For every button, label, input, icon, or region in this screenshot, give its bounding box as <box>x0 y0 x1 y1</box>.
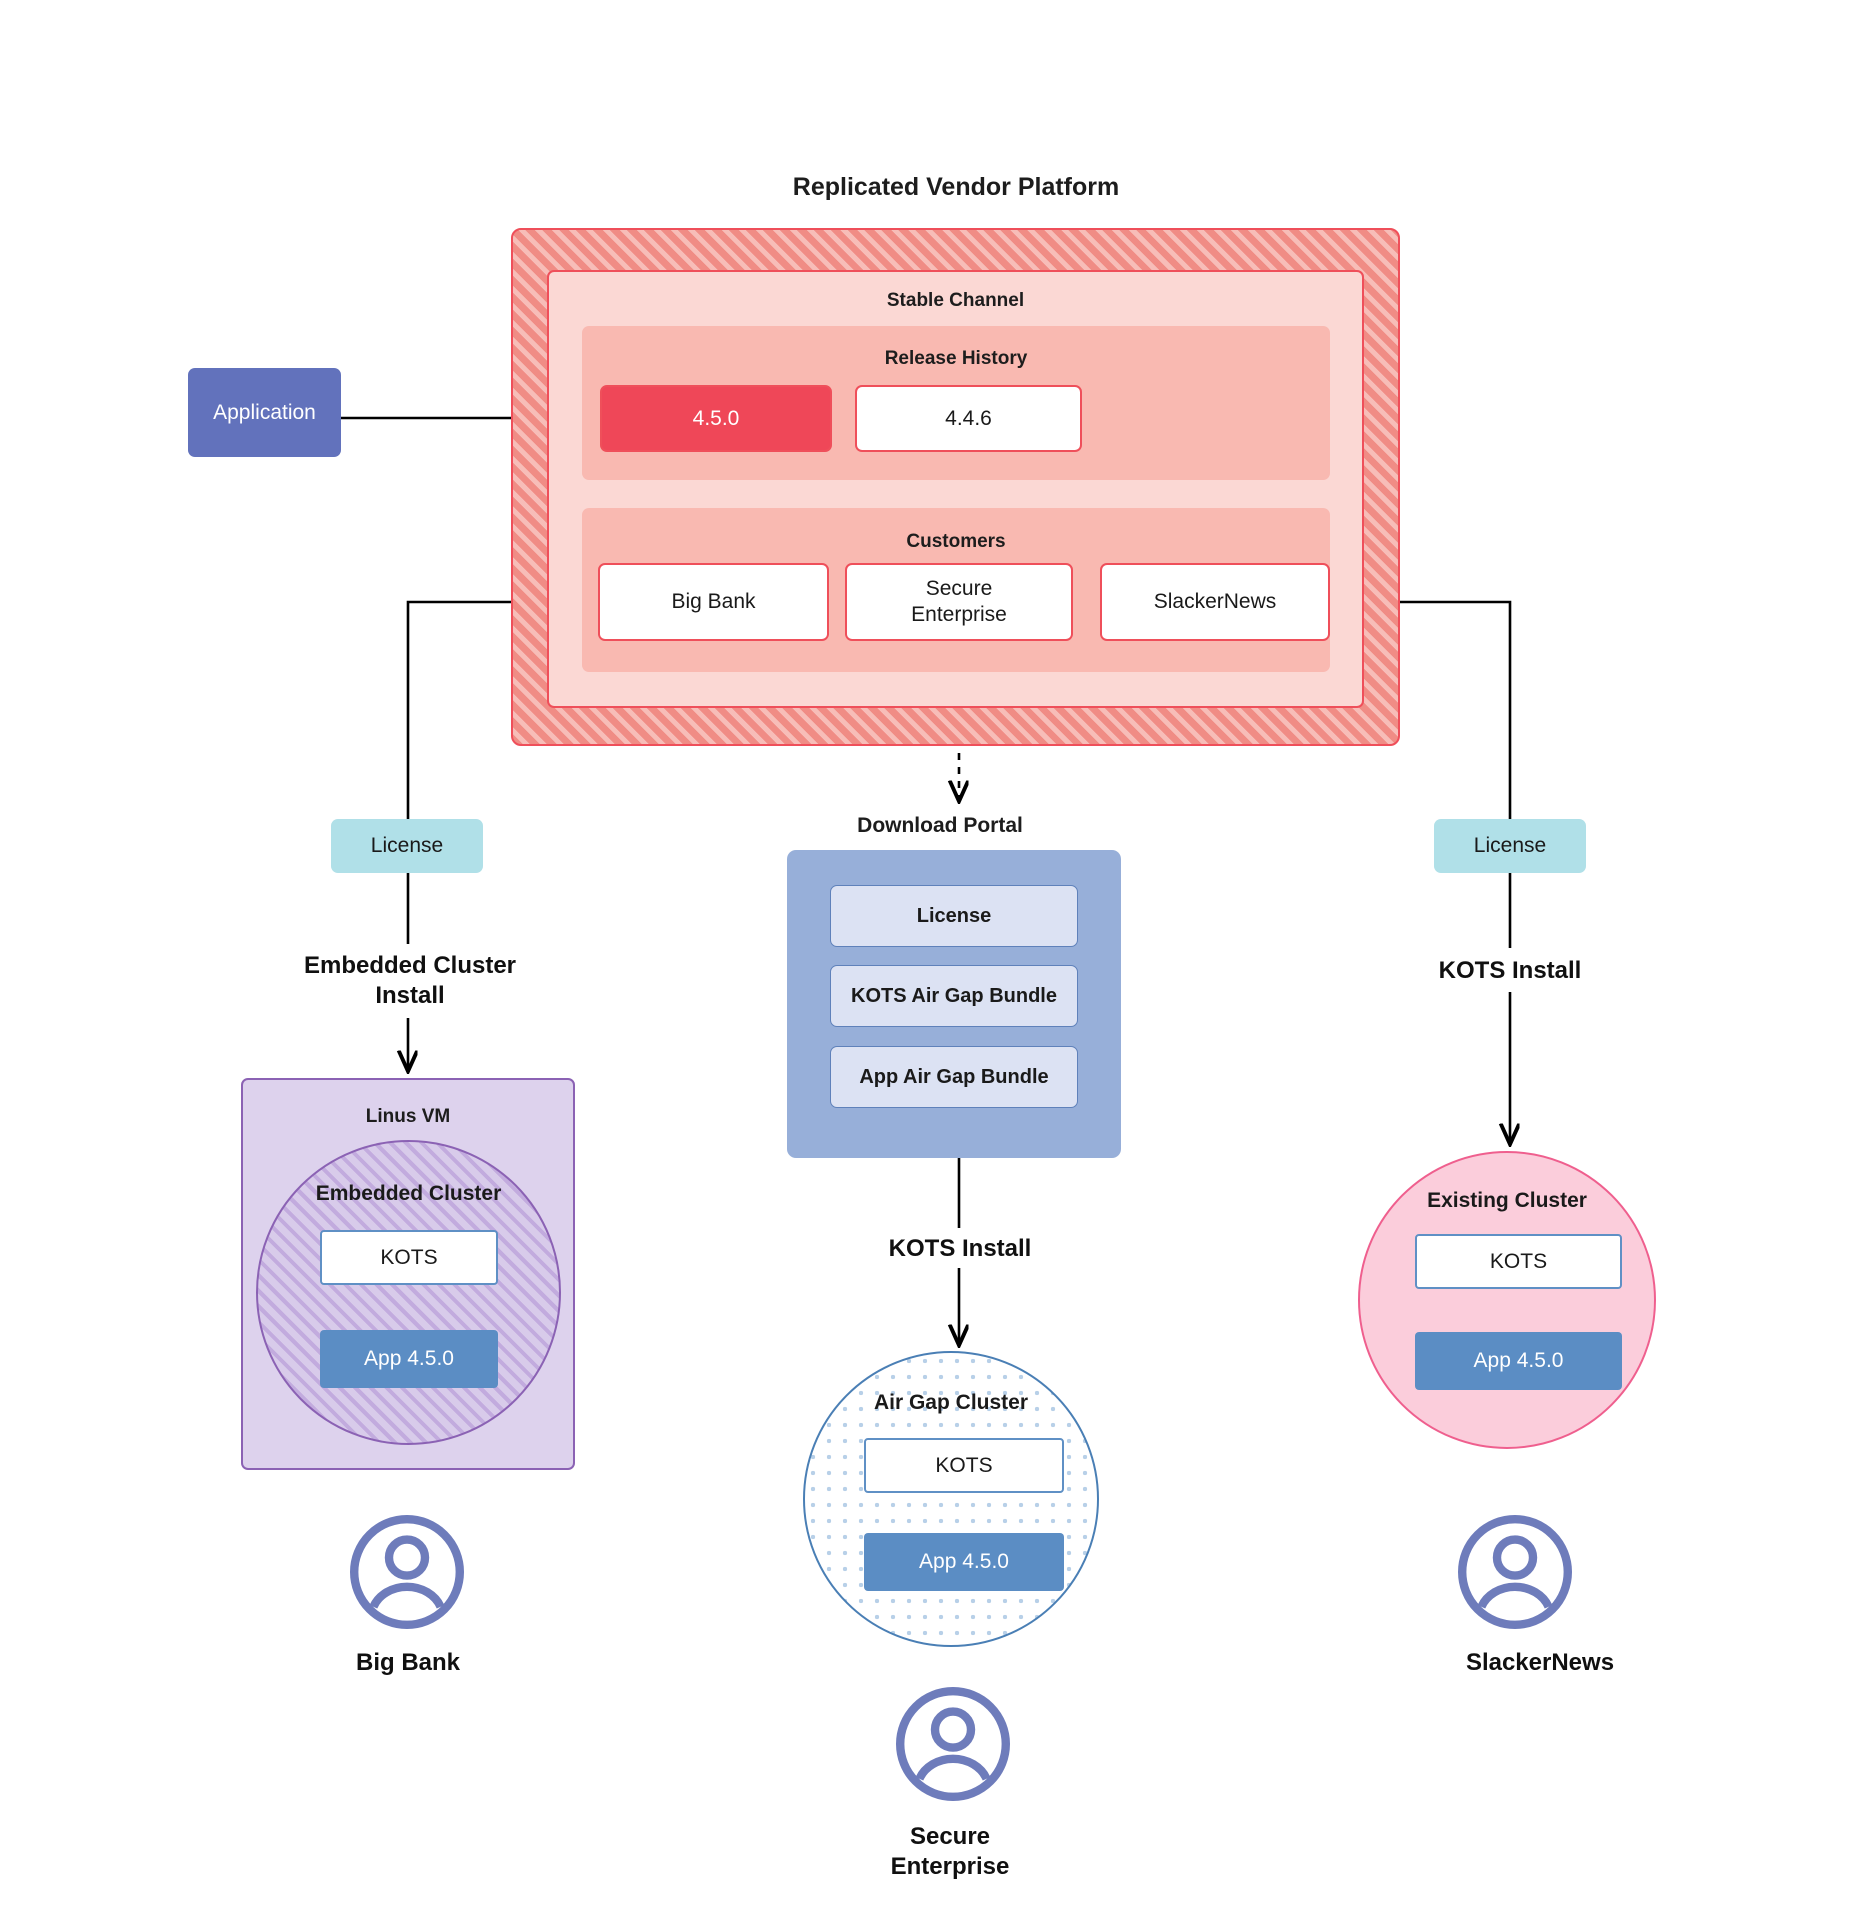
license-chip-right[interactable]: License <box>1434 819 1586 873</box>
license-chip-left[interactable]: License <box>331 819 483 873</box>
existing-cluster-title: Existing Cluster <box>1427 1189 1587 1212</box>
user-avatar-icon <box>347 1512 467 1632</box>
app-box-left[interactable]: App 4.5.0 <box>320 1330 498 1388</box>
release-box-previous[interactable]: 4.4.6 <box>855 385 1082 452</box>
download-item-app-air-gap-bundle[interactable]: App Air Gap Bundle <box>830 1046 1078 1108</box>
download-portal-title: Download Portal <box>857 814 1023 837</box>
download-item-kots-air-gap-bundle[interactable]: KOTS Air Gap Bundle <box>830 965 1078 1027</box>
embedded-cluster-circle <box>256 1140 561 1445</box>
customer-box-secure-enterprise[interactable]: Secure Enterprise <box>845 563 1073 641</box>
customer-box-slackernews[interactable]: SlackerNews <box>1100 563 1330 641</box>
user-avatar-icon <box>893 1684 1013 1804</box>
customer-footer-slackernews: SlackerNews <box>1465 1649 1615 1676</box>
user-avatar-icon <box>1455 1512 1575 1632</box>
kots-box-center[interactable]: KOTS <box>864 1438 1064 1493</box>
app-box-center[interactable]: App 4.5.0 <box>864 1533 1064 1591</box>
app-box-right[interactable]: App 4.5.0 <box>1415 1332 1622 1390</box>
application-box[interactable]: Application <box>188 368 341 457</box>
flow-label-embedded-cluster-install: Embedded Cluster Install <box>303 952 517 1009</box>
release-box-current[interactable]: 4.5.0 <box>600 385 832 452</box>
customer-footer-big-bank: Big Bank <box>355 1649 460 1676</box>
existing-cluster-circle <box>1358 1151 1656 1449</box>
kots-box-right[interactable]: KOTS <box>1415 1234 1622 1289</box>
release-history-title: Release History <box>884 348 1028 369</box>
customers-title: Customers <box>906 531 1006 552</box>
air-gap-cluster-circle <box>803 1351 1099 1647</box>
customer-footer-secure-enterprise: Secure Enterprise <box>890 1823 1010 1880</box>
download-item-license[interactable]: License <box>830 885 1078 947</box>
customer-box-big-bank[interactable]: Big Bank <box>598 563 829 641</box>
stable-channel-title: Stable Channel <box>886 290 1025 311</box>
embedded-cluster-title: Embedded Cluster <box>315 1182 502 1205</box>
air-gap-cluster-title: Air Gap Cluster <box>873 1391 1029 1414</box>
kots-box-left[interactable]: KOTS <box>320 1230 498 1285</box>
page-title: Replicated Vendor Platform <box>792 172 1120 201</box>
flow-label-kots-install-center: KOTS Install <box>888 1235 1032 1262</box>
linus-vm-title: Linus VM <box>365 1106 451 1127</box>
flow-label-kots-install-right: KOTS Install <box>1438 957 1582 984</box>
